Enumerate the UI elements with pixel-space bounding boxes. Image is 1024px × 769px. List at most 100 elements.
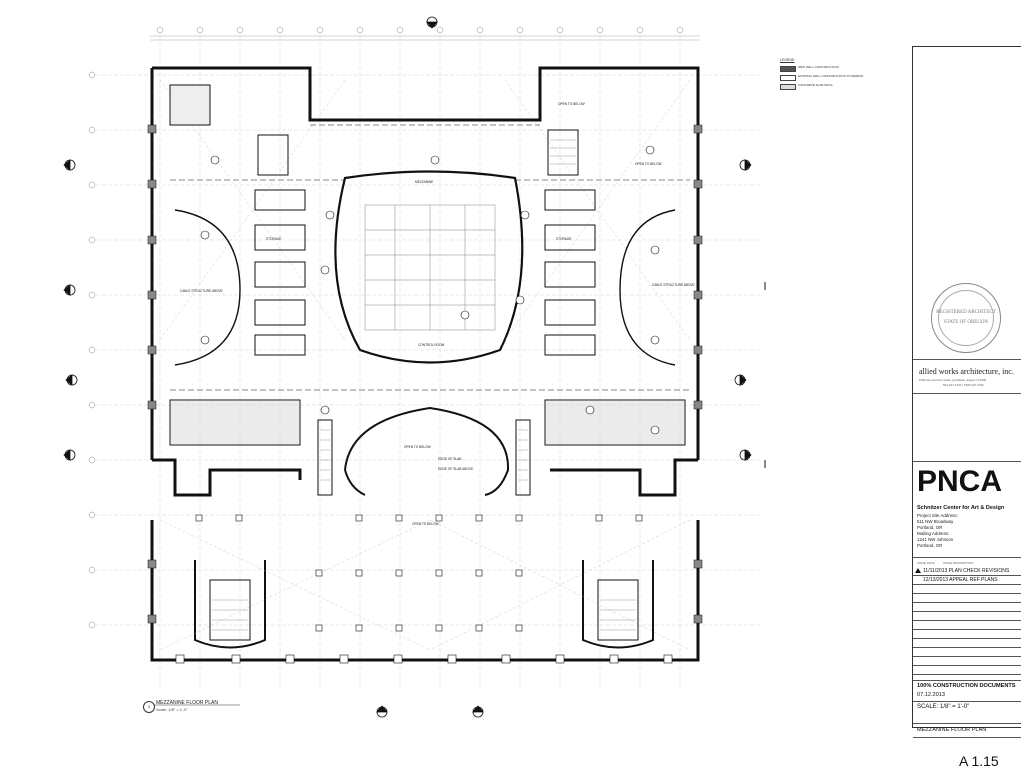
legend-item: NEW WALL CONSTRUCTION — [780, 65, 880, 74]
rooms-right — [544, 189, 686, 446]
legend-label: EXISTING WALL CONSTRUCTION TO REMAIN — [798, 74, 864, 78]
legend-label: NEW WALL CONSTRUCTION — [798, 65, 839, 69]
floor-plan-drawing: OPEN TO BELOW OPEN TO BELOW OPEN TO BELO… — [63, 16, 766, 718]
sheet-title: MEZZANINE FLOOR PLAN — [917, 727, 987, 733]
legend-swatch-new-wall — [780, 66, 796, 72]
grid-bubbles-top — [156, 26, 684, 34]
section-marker-top — [426, 16, 438, 29]
firm-phone: 503.227.1737 | f 503.227.1792 — [943, 383, 984, 387]
revision-text: 12/13/2013 APPEAL REF PLANS — [923, 577, 998, 583]
title-block: REGISTERED ARCHITECT STATE OF OREGON all… — [912, 46, 1021, 769]
plan-text-labels: OPEN TO BELOW OPEN TO BELOW OPEN TO BELO… — [180, 102, 695, 526]
open-to-below-top-right-label: OPEN TO BELOW — [558, 102, 585, 106]
storage-right-label: STORAGE — [556, 237, 572, 241]
legend-title: LEGEND — [780, 58, 795, 62]
divider — [913, 611, 1021, 612]
stair-treads — [212, 139, 636, 631]
cable-structure-right-curve — [619, 209, 676, 366]
section-marker-bottom-2 — [472, 705, 484, 718]
pilasters — [147, 124, 703, 624]
section-marker-right-3 — [739, 449, 752, 461]
exterior-walls — [150, 66, 700, 662]
legend-swatch-existing-wall — [780, 75, 796, 81]
firm-address: 1532 sw morrison street | portland, oreg… — [919, 378, 987, 382]
divider — [913, 647, 1021, 648]
revision-header-date: ISSUE DATE — [917, 561, 935, 565]
corridor-lines — [170, 124, 690, 391]
open-to-below-lower-label: OPEN TO BELOW — [412, 522, 439, 526]
revision-header-description: ISSUE DESCRIPTION — [943, 561, 974, 565]
seal-inner-ring — [938, 290, 994, 346]
plan-number: 1 — [143, 701, 155, 713]
cable-structure-right-label: CABLE STRUCTURE ABOVE — [652, 283, 695, 287]
control-room-label: CONTROL ROOM — [418, 343, 445, 347]
mezzanine-room-label: MEZZANINE — [415, 180, 433, 184]
divider — [913, 602, 1021, 603]
section-marker-left-3 — [65, 374, 78, 386]
divider — [913, 723, 1021, 724]
revision-row: 11/11/2013 PLAN CHECK REVISIONS — [915, 568, 1019, 574]
mailing-address-line2: Portland, OR — [917, 543, 943, 548]
grid-bubbles-left — [88, 71, 96, 629]
divider — [913, 359, 1021, 360]
divider — [913, 575, 1021, 576]
open-to-below-right-label: OPEN TO BELOW — [635, 162, 662, 166]
legend-swatch-slab-infill — [780, 84, 796, 90]
document-status: 100% CONSTRUCTION DOCUMENTS — [917, 683, 1016, 689]
central-hall — [334, 170, 524, 364]
divider — [913, 665, 1021, 666]
mailing-address-line1: 1241 NW Johnson — [917, 537, 954, 542]
seal-text: REGISTERED ARCHITECT — [936, 310, 996, 315]
revision-text: 11/11/2013 PLAN CHECK REVISIONS — [923, 568, 1010, 574]
divider — [913, 674, 1021, 675]
document-date: 07.12.2013 — [917, 692, 945, 698]
bottom-wall-piers — [175, 654, 673, 664]
sheet-scale: SCALE: 1/8" = 1'-0" — [917, 704, 970, 710]
section-marker-left-2 — [63, 284, 76, 296]
architect-seal: REGISTERED ARCHITECT STATE OF OREGON — [931, 283, 1001, 353]
legend: LEGEND NEW WALL CONSTRUCTION EXISTING WA… — [780, 58, 880, 92]
plan-scale: Scale: 1/8" = 1'-0" — [156, 707, 188, 712]
legend-item: EXISTING WALL CONSTRUCTION TO REMAIN — [780, 74, 880, 83]
legend-label: CONCRETE SLAB INFILL — [798, 83, 834, 87]
firm-name: allied works architecture, inc. — [919, 367, 1014, 376]
divider — [913, 461, 1021, 462]
edge-of-slab-label: EDGE OF SLAB ABOVE — [438, 467, 473, 471]
stairs — [209, 129, 639, 641]
client-name: Schnitzer Center for Art & Design — [917, 505, 1005, 511]
divider — [913, 584, 1021, 585]
storage-left-label: STORAGE — [266, 237, 282, 241]
section-marker-right-2 — [734, 374, 747, 386]
site-address-label: Project Site Address: — [917, 513, 958, 518]
divider — [913, 557, 1021, 558]
divider — [913, 638, 1021, 639]
section-marker-left-1 — [63, 159, 76, 171]
section-marker-left-4 — [63, 449, 76, 461]
revision-delta-icon — [915, 568, 921, 574]
divider — [913, 656, 1021, 657]
lower-stair-enclosures — [194, 560, 654, 649]
cable-lines — [159, 79, 691, 651]
plan-title: MEZZANINE FLOOR PLAN — [156, 700, 218, 706]
seal-subtext: STATE OF OREGON — [943, 320, 989, 325]
divider — [913, 393, 1021, 394]
divider — [913, 737, 1021, 738]
divider — [913, 593, 1021, 594]
room-infill — [171, 401, 684, 444]
drawing-sheet: OPEN TO BELOW OPEN TO BELOW OPEN TO BELO… — [63, 16, 1021, 769]
divider — [913, 620, 1021, 621]
edge-of-slab-2-label: EDGE OF SLAB — [438, 457, 461, 461]
divider — [913, 629, 1021, 630]
top-dimension-string — [150, 35, 700, 41]
open-to-below-center-label: OPEN TO BELOW — [404, 445, 431, 449]
rooms-left — [169, 84, 306, 446]
site-address-line1: 511 NW Broadway — [917, 519, 954, 524]
interior-columns — [195, 514, 643, 632]
divider — [913, 701, 1021, 702]
central-hall-grid — [364, 204, 496, 331]
site-address-line2: Portland, OR — [917, 525, 943, 530]
legend-item: CONCRETE SLAB INFILL — [780, 83, 880, 92]
callouts — [200, 145, 660, 435]
lower-arch — [344, 406, 510, 496]
section-marker-bottom-1 — [376, 705, 388, 718]
